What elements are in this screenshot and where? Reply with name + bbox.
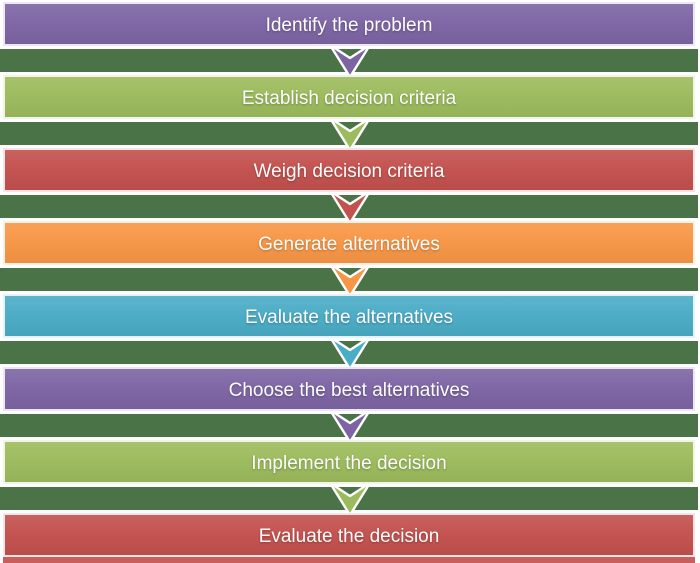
step-label: Weigh decision criteria	[253, 160, 445, 182]
step-bar-evaluate-decision: Evaluate the decision	[3, 513, 695, 557]
step-label: Identify the problem	[265, 14, 433, 36]
down-arrow-icon	[328, 336, 372, 371]
step-bar-implement-decision: Implement the decision	[3, 440, 695, 484]
step-bar-identify-problem: Identify the problem	[3, 2, 695, 46]
step-bar-choose-best: Choose the best alternatives	[3, 367, 695, 411]
step-bar-evaluate-alternatives: Evaluate the alternatives	[3, 294, 695, 338]
step-label: Establish decision criteria	[241, 87, 457, 109]
down-arrow-icon	[328, 263, 372, 298]
down-arrow-icon	[328, 482, 372, 517]
down-arrow-icon	[328, 117, 372, 152]
down-arrow-icon	[328, 409, 372, 444]
down-arrow-icon	[328, 44, 372, 79]
step-bar-weigh-criteria: Weigh decision criteria	[3, 148, 695, 192]
bottom-bar-continuation	[3, 557, 695, 563]
step-bar-establish-criteria: Establish decision criteria	[3, 75, 695, 119]
step-label: Implement the decision	[251, 452, 447, 474]
step-label: Evaluate the decision	[258, 525, 440, 547]
down-arrow-icon	[328, 190, 372, 225]
step-bar-generate-alternatives: Generate alternatives	[3, 221, 695, 265]
step-label: Generate alternatives	[258, 233, 440, 255]
step-label: Evaluate the alternatives	[244, 306, 454, 328]
step-label: Choose the best alternatives	[228, 379, 470, 401]
